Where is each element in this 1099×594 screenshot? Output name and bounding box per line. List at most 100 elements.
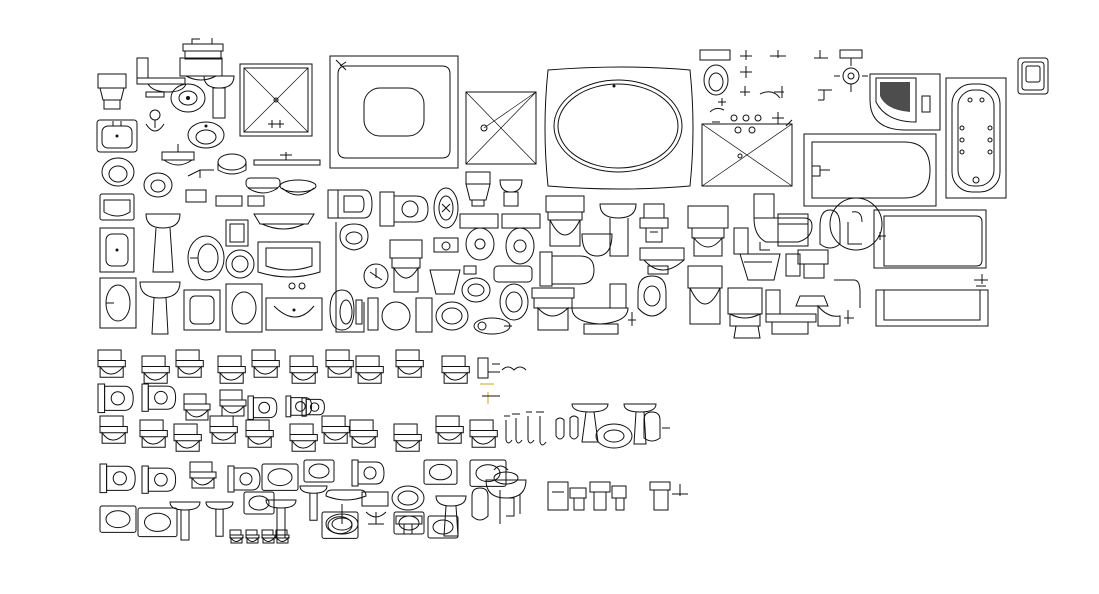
washbasin-icon <box>279 179 317 196</box>
toilet-icon <box>261 529 276 544</box>
washbasin-icon <box>185 189 265 207</box>
urinal-icon <box>477 357 527 404</box>
toilet-icon <box>97 73 127 110</box>
shower-tray-icon <box>869 73 941 131</box>
toilet-plan-icon <box>170 83 206 113</box>
faucet-icon <box>740 49 868 92</box>
faucet-icon <box>709 66 793 134</box>
toilet-elevation-icon <box>335 222 389 333</box>
bidet-icon <box>795 279 861 327</box>
washbasin-icon <box>217 153 247 175</box>
toilet-plan-icon <box>473 283 529 335</box>
washbasin-icon <box>261 463 299 491</box>
washbasin-icon <box>257 241 321 278</box>
pedestal-sink-icon <box>203 75 235 119</box>
urinal-icon <box>819 209 863 249</box>
toilet-icon <box>183 393 211 421</box>
toilet-icon <box>136 57 187 98</box>
washbasin-icon <box>183 289 221 331</box>
toilet-plan-icon <box>461 265 533 303</box>
washbasin-icon <box>361 491 389 525</box>
toilet-icon <box>469 419 498 448</box>
toilet-icon <box>97 349 126 378</box>
toilet-plan-icon <box>97 383 134 414</box>
washbasin-icon <box>423 459 458 485</box>
toilet-icon <box>429 237 461 295</box>
faucet-icon <box>818 89 832 101</box>
toilet-plan-icon <box>227 465 261 493</box>
sink-counter-icon <box>161 144 195 166</box>
shower-tray-icon <box>465 91 537 165</box>
urinal-icon <box>643 411 670 442</box>
vanity-counter-icon <box>253 152 321 166</box>
toilet-icon <box>435 415 464 444</box>
toilet-icon <box>325 349 354 378</box>
bathtub-plan-icon <box>829 197 987 269</box>
washbasin-icon <box>243 491 275 515</box>
toilet-icon <box>349 419 378 448</box>
washbasin-icon <box>96 119 138 153</box>
toilet-plan-icon <box>459 213 541 265</box>
bathtub-plan-icon <box>803 133 937 207</box>
washbasin-icon <box>187 235 225 281</box>
faucet-icon <box>288 282 306 290</box>
toilet-plan-icon <box>339 223 369 251</box>
toilet-icon <box>753 193 813 251</box>
toilet-icon <box>765 289 817 335</box>
urinal-icon <box>471 487 521 524</box>
toilet-icon <box>531 287 575 331</box>
washbasin-icon <box>253 213 315 230</box>
toilet-icon <box>687 205 729 257</box>
toilet-icon <box>175 349 204 378</box>
pedestal-sink-icon <box>139 281 181 335</box>
toilet-plan-icon <box>327 189 373 219</box>
toilet-icon <box>173 423 202 452</box>
washbasin-icon <box>99 227 135 273</box>
toilet-plan-icon <box>247 395 278 420</box>
washbasin-icon <box>391 485 425 535</box>
toilet-icon <box>141 355 170 384</box>
toilet-icon <box>785 249 829 279</box>
toilet-icon <box>441 355 470 384</box>
toilet-icon <box>727 287 763 339</box>
toilet-icon <box>687 265 723 325</box>
toilet-plan-icon <box>141 465 177 494</box>
bathtub-plan-icon <box>329 55 459 169</box>
toilet-plan-icon <box>379 191 429 227</box>
toilet-icon <box>229 529 244 544</box>
sink-icon <box>1017 57 1049 95</box>
toilet-icon <box>355 355 384 384</box>
washbasin-icon <box>303 459 335 483</box>
washbasin-icon <box>179 57 223 81</box>
toilet-icon <box>245 419 274 448</box>
toilet-icon <box>393 423 422 452</box>
pedestal-sink-icon <box>145 213 181 273</box>
toilet-icon <box>777 213 809 247</box>
pedestal-sink-icon <box>169 501 201 541</box>
washbasin-icon <box>469 459 507 487</box>
toilet-icon <box>289 355 318 384</box>
washbasin-icon <box>225 249 255 279</box>
toilet-plan-icon <box>637 275 667 317</box>
toilet-icon <box>545 195 585 247</box>
toilet-plan-icon <box>329 289 363 331</box>
toilet-icon <box>581 203 637 257</box>
toilet-icon <box>321 415 350 444</box>
washbasin-icon <box>595 423 633 449</box>
shower-tray-icon <box>239 63 313 137</box>
toilet-plan-icon <box>539 251 595 287</box>
washbasin-icon <box>427 515 459 539</box>
washbasin-icon <box>265 297 323 331</box>
toilet-icon <box>639 203 669 243</box>
toilet-plan-icon <box>367 297 469 333</box>
toilet-icon <box>499 179 523 207</box>
faucet-icon <box>145 109 165 132</box>
toilet-plan-icon <box>433 187 459 229</box>
washbasin-icon <box>225 219 249 247</box>
toilet-icon <box>219 389 247 417</box>
toilet-plan-icon <box>351 459 385 487</box>
toilet-icon <box>99 415 128 444</box>
lower-block-grid <box>97 349 507 544</box>
toilet-icon <box>639 247 685 275</box>
